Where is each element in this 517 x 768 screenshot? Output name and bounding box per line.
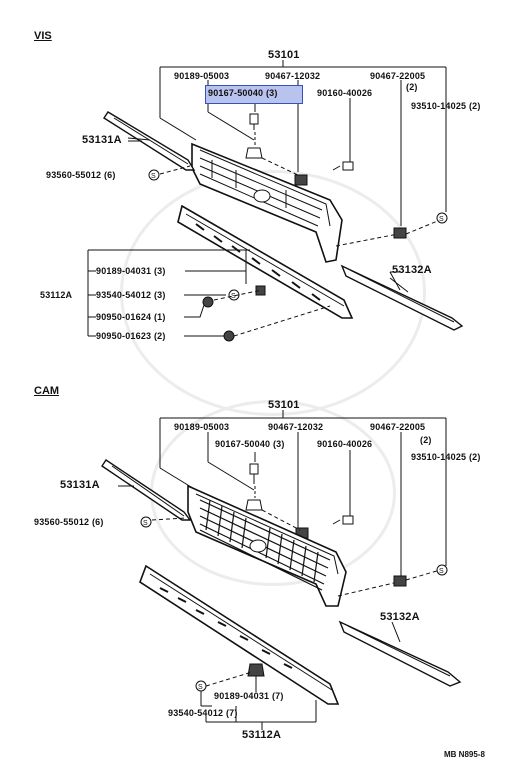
part-label[interactable]: 90467-12032 <box>268 422 324 432</box>
part-label[interactable]: 90467-22005 <box>370 422 426 432</box>
part-label[interactable]: 93510-14025 (2) <box>411 452 481 462</box>
part-label-highlighted[interactable]: 90167-50040 (3) <box>208 88 278 98</box>
svg-text:S: S <box>151 173 156 180</box>
part-label[interactable]: 90189-04031 (3) <box>96 266 166 276</box>
part-label[interactable]: 53112A <box>242 729 282 741</box>
part-label[interactable]: 90189-04031 (7) <box>214 691 284 701</box>
part-qty: (2) <box>420 435 432 445</box>
part-label[interactable]: 90950-01624 (1) <box>96 312 166 322</box>
assembly-number: 53101 <box>268 399 300 411</box>
part-label[interactable]: 93510-14025 (2) <box>411 101 481 111</box>
part-label[interactable]: 90467-22005 <box>370 71 426 81</box>
part-label[interactable]: 53112A <box>40 290 73 300</box>
svg-text:S: S <box>198 684 203 691</box>
part-label[interactable]: 93560-55012 (6) <box>34 517 104 527</box>
part-label[interactable]: 53132A <box>380 611 420 623</box>
part-label[interactable]: 53131A <box>60 479 100 491</box>
section-title-cam: CAM <box>34 385 60 397</box>
part-label[interactable]: 90189-05003 <box>174 71 230 81</box>
part-label[interactable]: 53131A <box>82 134 122 146</box>
part-label[interactable]: 93540-54012 (7) <box>168 708 238 718</box>
part-label[interactable]: 90467-12032 <box>265 71 321 81</box>
part-label[interactable]: 90167-50040 (3) <box>215 439 285 449</box>
diagram-code: MB N895-8 <box>444 750 485 759</box>
part-qty: (2) <box>406 82 418 92</box>
assembly-number: 53101 <box>268 49 300 61</box>
part-label[interactable]: 93540-54012 (3) <box>96 290 166 300</box>
svg-text:S: S <box>143 520 148 527</box>
svg-text:S: S <box>231 293 236 300</box>
part-label[interactable]: 93560-55012 (6) <box>46 170 116 180</box>
part-label[interactable]: 90189-05003 <box>174 422 230 432</box>
part-label[interactable]: 90160-40026 <box>317 88 373 98</box>
highlight-box <box>205 85 303 104</box>
section-title-vis: VIS <box>34 30 52 42</box>
part-label[interactable]: 90160-40026 <box>317 439 373 449</box>
part-label[interactable]: 53132A <box>392 264 432 276</box>
svg-text:S: S <box>439 568 444 575</box>
svg-text:S: S <box>439 216 444 223</box>
part-label[interactable]: 90950-01623 (2) <box>96 331 166 341</box>
